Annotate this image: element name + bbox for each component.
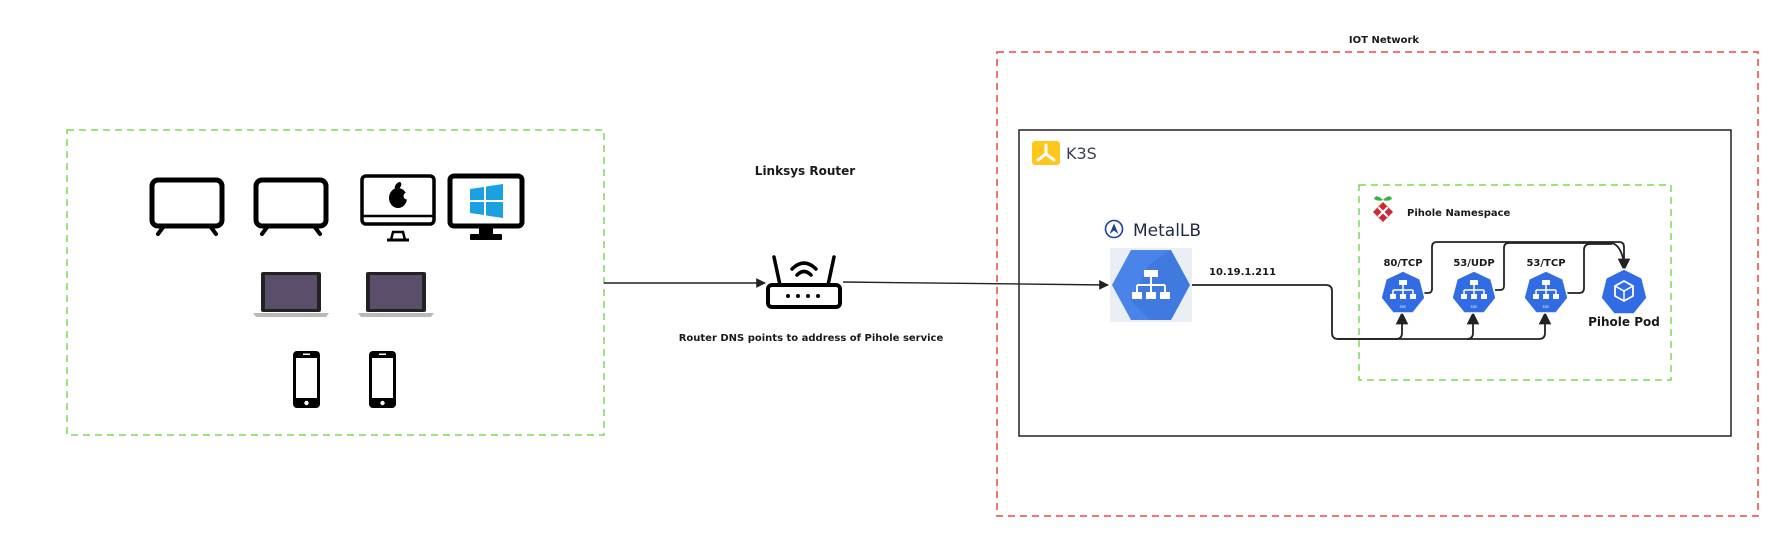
smartphone-icon (369, 351, 396, 408)
pihole-namespace-label: Pihole Namespace (1407, 208, 1511, 219)
lb-to-service-80tcp-connector (1192, 284, 1409, 340)
load-balancer-ip-label: 10.19.1.211 (1209, 267, 1276, 278)
pihole-logo (1373, 196, 1393, 222)
cloud-load-balancing-icon (1110, 248, 1192, 322)
apple-logo-icon (389, 182, 411, 208)
imac-icon (360, 174, 436, 242)
pihole-pod-label: Pihole Pod (1588, 315, 1660, 329)
windows-monitor-icon (447, 173, 525, 240)
metallb-logo (1104, 219, 1124, 239)
service-53tcp-label: 53/TCP (1526, 258, 1565, 269)
k8s-service-icon: svc (1380, 270, 1426, 314)
svg-text:svc: svc (1400, 304, 1407, 309)
tv-icon (149, 177, 225, 236)
router-to-metallb-connector (842, 280, 1109, 290)
windows-logo-icon (470, 184, 503, 218)
k8s-service-icon: svc (1451, 270, 1497, 314)
tv-icon (253, 177, 329, 236)
lb-to-service-53tcp-connector (1467, 311, 1552, 340)
pihole-namespace-boundary (1358, 184, 1672, 381)
smartphone-icon (293, 351, 320, 408)
k3s-logo (1032, 141, 1060, 165)
iot-network-label: IOT Network (1349, 35, 1419, 46)
svg-text:svc: svc (1471, 304, 1478, 309)
k3s-cluster-boundary (1018, 129, 1732, 437)
service-80tcp-to-pod-connector (1424, 241, 1631, 294)
k3s-label: K3S (1066, 144, 1097, 163)
laptop-icon (358, 272, 434, 317)
svg-text:svc: svc (1543, 304, 1550, 309)
metallb-label: MetalLB (1133, 221, 1201, 241)
service-80tcp-label: 80/TCP (1383, 258, 1422, 269)
service-53udp-to-pod-connector (1495, 242, 1625, 291)
laptop-icon (253, 272, 329, 317)
service-53tcp-to-pod-connector (1567, 243, 1612, 294)
k8s-service-icon: svc (1523, 270, 1569, 314)
router-label: Linksys Router (755, 164, 855, 178)
router-dns-note: Router DNS points to address of Pihole s… (679, 333, 944, 344)
wifi-router-icon (766, 255, 842, 309)
service-53udp-label: 53/UDP (1453, 258, 1494, 269)
devices-group-boundary (66, 129, 605, 436)
k8s-pod-icon (1600, 268, 1648, 315)
